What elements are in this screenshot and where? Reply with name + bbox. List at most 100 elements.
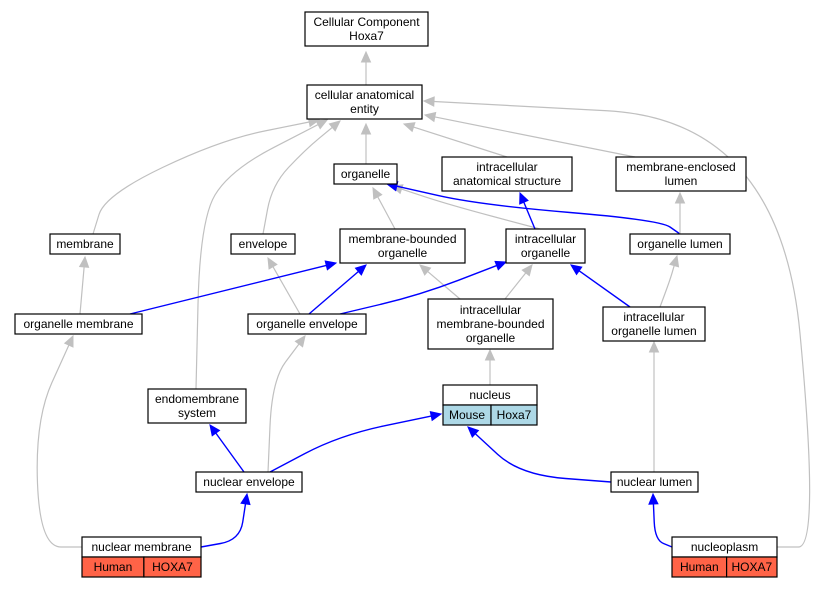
species-label: Hoxa7 [497,408,532,422]
edge-nl-to-nucleus [467,426,612,483]
node-label: nuclear envelope [203,475,295,489]
node-organelle[interactable]: organelle [333,163,398,185]
species-label: HOXA7 [731,560,772,574]
arrow-head-icon [422,96,435,107]
arrow-head-icon [570,264,583,276]
edge-line [262,126,333,235]
arrow-head-icon [668,254,680,268]
arrow-head-icon [519,191,529,205]
edge-line [578,270,631,308]
arrow-head-icon [484,348,496,361]
node-label: lumen [665,174,698,188]
edge-iol-to-io [570,264,631,308]
arrow-head-icon [267,256,278,270]
edge-ias-to-cae [402,122,508,158]
edge-line [272,266,301,315]
node-envelope[interactable]: envelope [230,233,296,255]
node-box [195,471,303,493]
node-oe[interactable]: organelle envelope [247,313,367,335]
arrow-head-icon [674,191,686,204]
node-box [230,233,296,255]
node-label: intracellular [476,160,537,174]
arrow-head-icon [240,492,251,506]
edge-nm-to-ne [200,492,251,548]
edge-line [79,266,85,315]
node-box [427,298,554,350]
edge-line [200,503,247,548]
species-cell [725,556,778,578]
edge-iol-to-ol [659,254,680,308]
node-om[interactable]: organelle membrane [14,313,143,335]
edge-line [504,272,527,300]
node-box [615,156,747,192]
edge-om-to-membrane [78,255,90,315]
node-label: Cellular Component [313,15,420,29]
edge-organelle-to-cae [360,122,372,164]
edge-np-to-nl [648,492,673,548]
edge-line [129,264,327,315]
node-label: organelle lumen [637,237,722,251]
node-box [304,11,429,47]
edge-envelope-to-cae [262,120,341,235]
node-label: membrane [56,237,114,251]
species-label: HOXA7 [152,560,193,574]
node-label: nuclear membrane [91,540,191,554]
edge-line [433,100,811,548]
node-label: intracellular [623,310,684,324]
edge-imbo-to-io [504,264,533,300]
node-label: organelle [466,331,516,345]
node-label: organelle [341,167,391,181]
arrow-head-icon [521,264,533,277]
species-cell [490,404,538,426]
node-label: intracellular [460,303,521,317]
node-nl[interactable]: nuclear lumen [610,471,699,493]
node-ne[interactable]: nuclear envelope [195,471,303,493]
node-label: nucleoplasm [691,540,758,554]
node-box [306,84,423,120]
edge-line [36,344,82,548]
arrow-head-icon [360,122,372,135]
arrow-head-icon [494,260,508,271]
edge-np-to-cae [422,96,811,548]
edge-cae-to-root [360,50,372,85]
node-label: intracellular [515,232,576,246]
node-ol[interactable]: organelle lumen [629,233,731,255]
edge-line [413,126,508,158]
arrow-head-icon [294,335,306,348]
node-label: membrane-bounded [436,317,544,331]
node-box [505,228,586,264]
arrow-head-icon [209,424,221,437]
edge-line [339,264,497,315]
node-label: organelle envelope [256,317,358,331]
edge-ne-to-nucleus [269,410,443,473]
edge-ne-to-oe [267,335,306,473]
species-label: Human [94,560,133,574]
edge-line [92,121,310,235]
node-box [339,228,466,264]
node-label: organelle [521,246,571,260]
arrow-head-icon [78,255,90,268]
edge-line [474,433,612,483]
node-label: entity [350,102,379,116]
node-membrane[interactable]: membrane [49,233,121,255]
node-box [49,233,121,255]
edge-oe-to-envelope [267,256,301,315]
edge-membrane-to-cae [92,116,321,235]
species-label: Human [680,560,719,574]
arrow-head-icon [354,264,367,276]
edge-oe-to-io [339,260,508,315]
edge-line [269,415,432,473]
